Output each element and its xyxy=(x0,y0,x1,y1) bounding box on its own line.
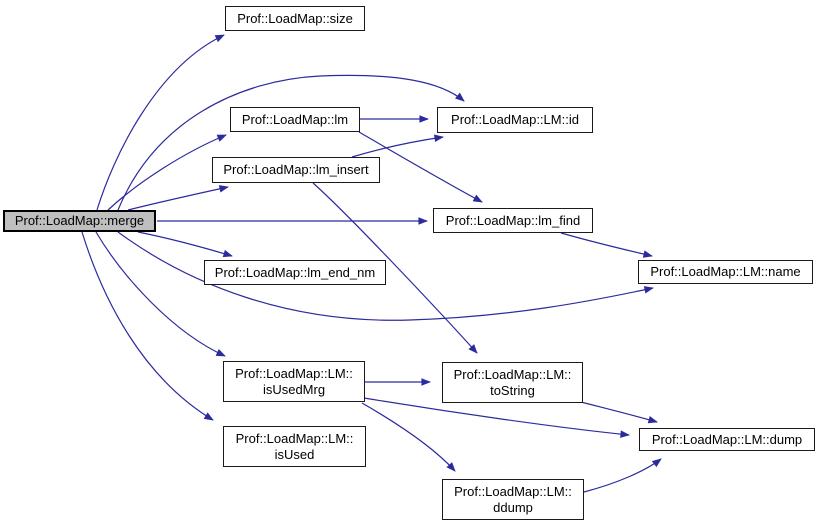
node-tostring-label-line2: toString xyxy=(490,382,535,398)
node-isusedmrg-label-line1: Prof::LoadMap::LM:: xyxy=(235,365,353,381)
edge-merge-to-size xyxy=(96,34,225,211)
node-lm-name-label: Prof::LoadMap::LM::name xyxy=(650,264,801,279)
edge-merge-to-lm-id xyxy=(117,74,465,211)
edge-lm-insert-to-lm-id xyxy=(351,134,444,158)
node-isusedmrg[interactable]: Prof::LoadMap::LM:: isUsedMrg xyxy=(223,361,365,402)
node-ddump[interactable]: Prof::LoadMap::LM:: ddump xyxy=(442,479,584,520)
node-merge-label: Prof::LoadMap::merge xyxy=(14,213,145,228)
node-lm-insert[interactable]: Prof::LoadMap::lm_insert xyxy=(212,157,380,183)
edge-merge-to-lm xyxy=(107,134,227,211)
node-isused-label-line1: Prof::LoadMap::LM:: xyxy=(235,430,354,446)
node-size[interactable]: Prof::LoadMap::size xyxy=(225,6,365,31)
edge-merge-to-lm-end-nm xyxy=(137,231,233,258)
edge-isusedmrg-to-ddump xyxy=(361,402,456,472)
node-lm-end-nm-label: Prof::LoadMap::lm_end_nm xyxy=(214,264,376,280)
node-isused[interactable]: Prof::LoadMap::LM:: isUsed xyxy=(223,426,366,467)
node-size-label: Prof::LoadMap::size xyxy=(237,10,353,26)
edge-merge-to-isused xyxy=(81,231,214,421)
node-tostring-label-line1: Prof::LoadMap::LM:: xyxy=(453,366,572,382)
edge-isusedmrg-to-lm-dump xyxy=(363,397,630,438)
edge-ddump-to-lm-dump xyxy=(583,458,662,493)
node-merge: Prof::LoadMap::merge xyxy=(3,210,156,232)
edge-lm-insert-to-tostring xyxy=(312,182,478,354)
edge-merge-to-isusedmrg xyxy=(95,231,226,357)
node-lm-dump-label: Prof::LoadMap::LM::dump xyxy=(651,431,803,447)
edge-merge-to-lm-insert xyxy=(127,185,229,211)
node-lm-find-label: Prof::LoadMap::lm_find xyxy=(445,212,581,228)
edge-tostring-to-lm-dump xyxy=(580,401,658,424)
node-lm-dump[interactable]: Prof::LoadMap::LM::dump xyxy=(639,428,815,451)
node-lm-id[interactable]: Prof::LoadMap::LM::id xyxy=(437,107,593,133)
edge-lm-find-to-lm-name xyxy=(560,232,653,258)
node-lm-find[interactable]: Prof::LoadMap::lm_find xyxy=(433,208,593,233)
node-isusedmrg-label-line2: isUsedMrg xyxy=(262,381,326,397)
node-ddump-label-line2: ddump xyxy=(493,499,533,515)
node-tostring[interactable]: Prof::LoadMap::LM:: toString xyxy=(442,362,583,403)
node-lm-id-label: Prof::LoadMap::LM::id xyxy=(451,112,579,127)
node-lm-label: Prof::LoadMap::lm xyxy=(241,111,349,127)
edge-merge-to-lm-name xyxy=(117,231,654,321)
node-lm-name[interactable]: Prof::LoadMap::LM::name xyxy=(638,260,813,284)
edge-lm-to-lm-find xyxy=(358,131,483,203)
node-lm-insert-label: Prof::LoadMap::lm_insert xyxy=(223,162,369,177)
node-lm-end-nm[interactable]: Prof::LoadMap::lm_end_nm xyxy=(204,260,386,285)
node-lm[interactable]: Prof::LoadMap::lm xyxy=(230,107,360,132)
node-ddump-label-line1: Prof::LoadMap::LM:: xyxy=(454,483,572,499)
node-isused-label-line2: isUsed xyxy=(274,446,315,462)
